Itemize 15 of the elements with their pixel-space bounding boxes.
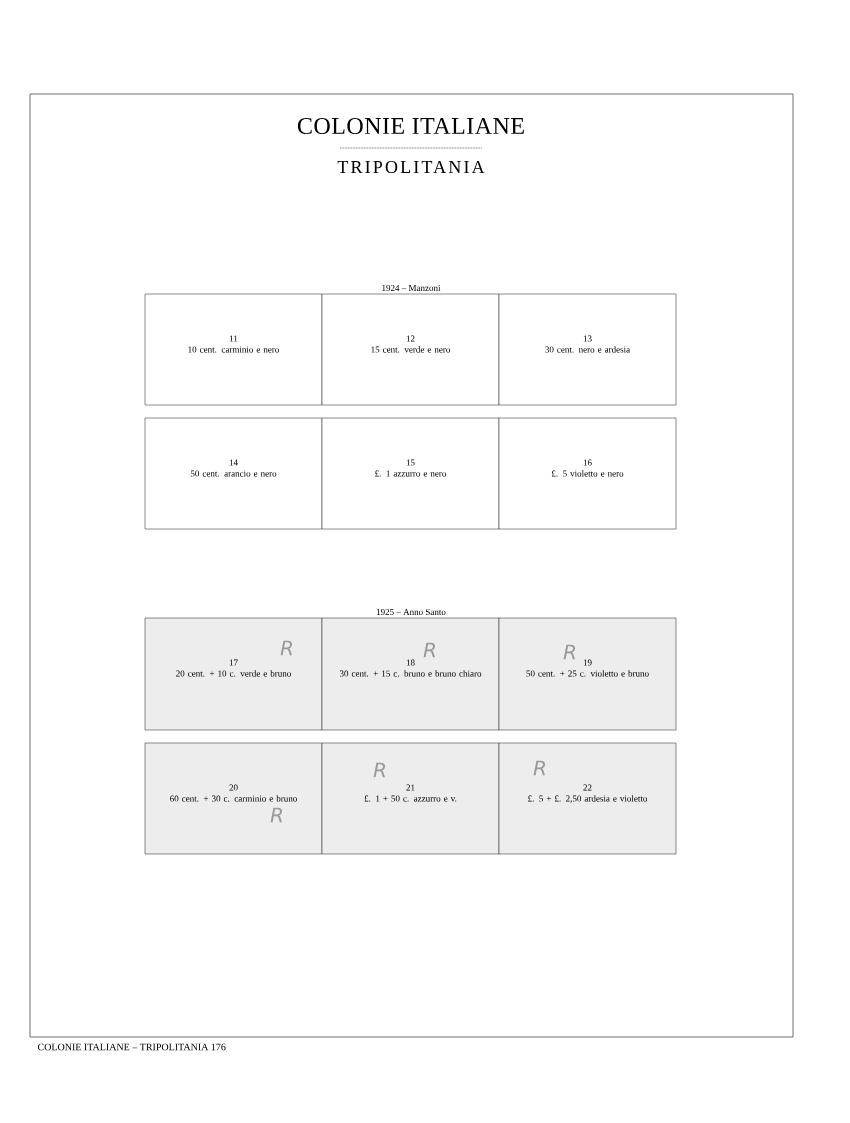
handwritten-mark: R — [533, 760, 546, 776]
stamp-box: 15 £. 1 azzurro e nero — [321, 417, 500, 530]
handwritten-mark: R — [423, 642, 436, 658]
stamp-box: 11 10 cent. carminio e nero — [144, 293, 323, 406]
subtitle: TRIPOLITANIA — [337, 160, 485, 174]
stamp-box: 12 15 cent. verde e nero — [321, 293, 500, 406]
stamp-box: 14 50 cent. arancio e nero — [144, 417, 323, 530]
handwritten-mark: R — [280, 640, 293, 656]
page-footer: COLONIE ITALIANE – TRIPOLITANIA 176 — [37, 1043, 226, 1051]
handwritten-mark: R — [270, 807, 283, 823]
title: COLONIE ITALIANE — [297, 117, 524, 135]
handwritten-mark: R — [563, 644, 576, 660]
stamp-box: 16 £. 5 violetto e nero — [498, 417, 677, 530]
stamp-box: 13 30 cent. nero e ardesia — [498, 293, 677, 406]
handwritten-mark: R — [373, 762, 386, 778]
